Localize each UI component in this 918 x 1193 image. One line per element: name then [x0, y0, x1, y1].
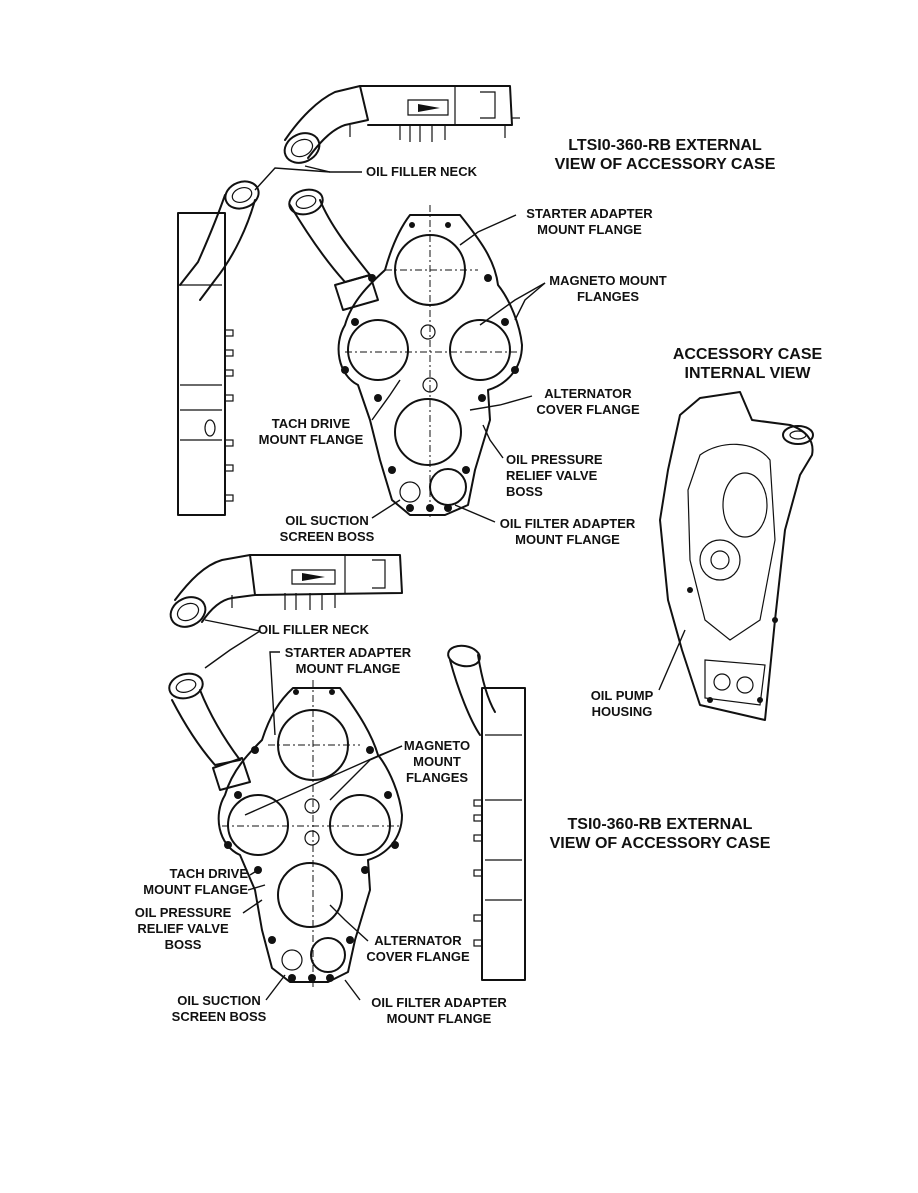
bottom-alternator-line2: COVER FLANGE [366, 949, 470, 964]
top-side-view-oil-filler [283, 85, 520, 164]
tsio-title: TSI0-360-RB EXTERNAL VIEW OF ACCESSORY C… [540, 815, 780, 853]
internal-title-line2: INTERNAL VIEW [684, 365, 811, 382]
top-magneto-label: MAGNETO MOUNT FLANGES [538, 273, 678, 305]
bottom-starter-adapter-line2: MOUNT FLANGE [295, 661, 401, 676]
ltsio-title-line1: LTSI0-360-RB EXTERNAL [568, 137, 762, 154]
bottom-magneto-line3: FLANGES [405, 770, 469, 785]
internal-title: ACCESSORY CASE INTERNAL VIEW [660, 345, 835, 383]
bottom-side-view-oil-filler [169, 554, 403, 628]
bottom-magneto-line1: MAGNETO [403, 738, 471, 753]
bottom-tach-drive-line2: MOUNT FLANGE [143, 882, 248, 897]
bottom-alternator-line1: ALTERNATOR [374, 933, 462, 948]
top-tach-drive-label: TACH DRIVE MOUNT FLANGE [250, 416, 372, 448]
bottom-oil-filter-line1: OIL FILTER ADAPTER [371, 995, 507, 1010]
top-alternator-label: ALTERNATOR COVER FLANGE [528, 386, 648, 418]
top-tach-drive-line2: MOUNT FLANGE [258, 432, 364, 447]
tsio-title-line1: TSI0-360-RB EXTERNAL [567, 816, 753, 833]
top-oil-filler-neck-label: OIL FILLER NECK [366, 164, 477, 179]
top-alternator-line1: ALTERNATOR [544, 386, 632, 401]
internal-title-line1: ACCESSORY CASE [672, 346, 823, 363]
bottom-oil-suction-label: OIL SUCTION SCREEN BOSS [160, 993, 278, 1025]
bottom-starter-adapter-label: STARTER ADAPTER MOUNT FLANGE [278, 645, 418, 677]
bottom-starter-adapter-line1: STARTER ADAPTER [284, 645, 412, 660]
tsio-title-line2: VIEW OF ACCESSORY CASE [549, 835, 771, 852]
bottom-oil-suction-line2: SCREEN BOSS [171, 1009, 267, 1024]
top-oil-pressure-label: OIL PRESSURE RELIEF VALVE BOSS [506, 452, 603, 500]
top-oil-filter-line1: OIL FILTER ADAPTER [499, 516, 636, 531]
bottom-oil-filter-label: OIL FILTER ADAPTER MOUNT FLANGE [360, 995, 518, 1027]
bottom-alternator-label: ALTERNATOR COVER FLANGE [358, 933, 478, 965]
top-front-view-case [288, 188, 523, 520]
bottom-oil-pressure-line3: BOSS [164, 937, 202, 952]
top-starter-adapter-line1: STARTER ADAPTER [526, 206, 653, 221]
top-magneto-line1: MAGNETO MOUNT [549, 273, 667, 288]
top-oil-pressure-line1: OIL PRESSURE [506, 452, 603, 467]
bottom-magneto-label: MAGNETO MOUNT FLANGES [400, 738, 474, 786]
top-starter-adapter-label: STARTER ADAPTER MOUNT FLANGE [512, 206, 667, 238]
top-starter-adapter-line2: MOUNT FLANGE [537, 222, 642, 237]
top-oil-pressure-line2: RELIEF VALVE [506, 468, 598, 483]
top-left-side-view [177, 180, 260, 516]
top-oil-pressure-line3: BOSS [506, 484, 543, 499]
bottom-tach-drive-line1: TACH DRIVE [169, 866, 248, 881]
top-tach-drive-line1: TACH DRIVE [271, 416, 351, 431]
bottom-oil-filter-line2: MOUNT FLANGE [386, 1011, 492, 1026]
top-alternator-line2: COVER FLANGE [536, 402, 640, 417]
ltsio-title: LTSI0-360-RB EXTERNAL VIEW OF ACCESSORY … [535, 136, 795, 174]
bottom-right-side-view [447, 644, 526, 981]
internal-oil-pump-label: OIL PUMP HOUSING [586, 688, 658, 720]
top-magneto-line2: FLANGES [576, 289, 640, 304]
bottom-oil-pressure-line2: RELIEF VALVE [137, 921, 229, 936]
bottom-oil-pressure-label: OIL PRESSURE RELIEF VALVE BOSS [128, 905, 238, 953]
ltsio-title-line2: VIEW OF ACCESSORY CASE [554, 156, 776, 173]
top-oil-suction-label: OIL SUCTION SCREEN BOSS [272, 513, 382, 545]
bottom-front-view-case [168, 672, 403, 990]
bottom-oil-filler-neck-label: OIL FILLER NECK [258, 622, 369, 637]
top-oil-filter-line2: MOUNT FLANGE [515, 532, 620, 547]
bottom-oil-suction-line1: OIL SUCTION [177, 993, 261, 1008]
top-leader-lines [254, 165, 546, 523]
bottom-tach-drive-label: TACH DRIVE MOUNT FLANGE [128, 866, 248, 898]
bottom-oil-pressure-line1: OIL PRESSURE [134, 905, 232, 920]
top-oil-suction-line1: OIL SUCTION [285, 513, 369, 528]
internal-oil-pump-line1: OIL PUMP [590, 688, 654, 703]
top-oil-suction-line2: SCREEN BOSS [279, 529, 375, 544]
internal-oil-pump-line2: HOUSING [591, 704, 653, 719]
internal-view-case [658, 391, 814, 721]
top-oil-filter-label: OIL FILTER ADAPTER MOUNT FLANGE [490, 516, 645, 548]
bottom-magneto-line2: MOUNT [413, 754, 461, 769]
bottom-leader-lines [204, 619, 403, 1001]
